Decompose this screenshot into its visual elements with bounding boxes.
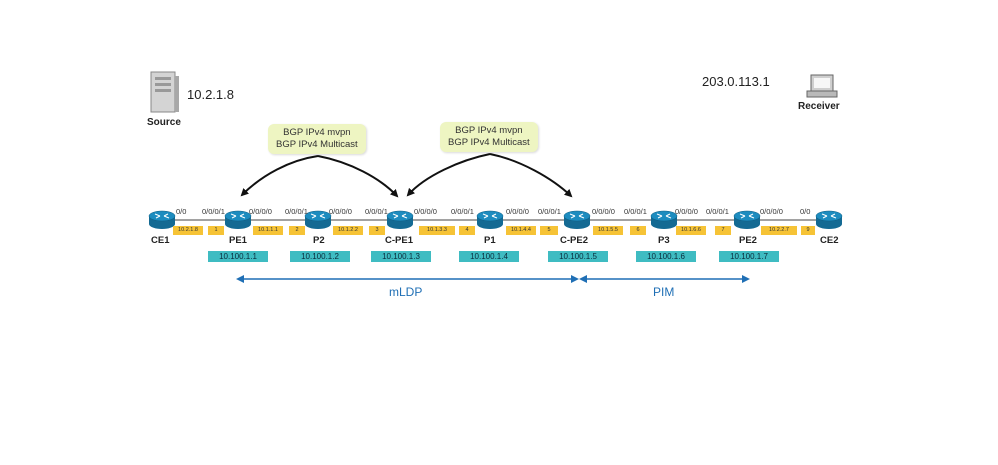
interface-label: 0/0/0/0 [760, 207, 783, 216]
loopback-box: 10.100.1.1 [208, 251, 268, 262]
link-ip-box: 2 [289, 226, 305, 235]
loopback-box: 10.100.1.6 [636, 251, 696, 262]
note-line: BGP IPv4 mvpn [455, 125, 523, 136]
interface-label: 0/0/0/1 [285, 207, 308, 216]
router-icon [650, 210, 678, 229]
receiver-ip: 203.0.113.1 [702, 74, 770, 89]
bgp-note: BGP IPv4 mvpn BGP IPv4 Multicast [268, 124, 366, 154]
link-ip-box: 10.2.2.7 [761, 226, 797, 235]
router-label-ce2: CE2 [820, 235, 839, 246]
note-line: BGP IPv4 Multicast [276, 139, 358, 150]
link-ip-box: 5 [540, 226, 558, 235]
link-ip-box: 10.1.4.4 [506, 226, 536, 235]
interface-label: 0/0/0/0 [249, 207, 272, 216]
router-label-pe1: PE1 [229, 235, 247, 246]
loopback-box: 10.100.1.2 [290, 251, 350, 262]
link-ip-box: 10.1.3.3 [419, 226, 455, 235]
receiver-label: Receiver [798, 101, 840, 112]
interface-label: 0/0 [176, 207, 187, 216]
bgp-arrow [240, 155, 319, 197]
loopback-box: 10.100.1.4 [459, 251, 519, 262]
bgp-arrow [489, 153, 573, 198]
pim-label: PIM [653, 285, 675, 299]
note-line: BGP IPv4 mvpn [283, 127, 351, 138]
router-icon [815, 210, 843, 229]
interface-label: 0/0/0/0 [592, 207, 615, 216]
link-ip-box: 10.1.6.6 [676, 226, 706, 235]
router-icon [733, 210, 761, 229]
router-label-p2: P2 [313, 235, 325, 246]
router-icon [148, 210, 176, 229]
bgp-note: BGP IPv4 mvpn BGP IPv4 Multicast [440, 122, 538, 152]
loopback-box: 10.100.1.5 [548, 251, 608, 262]
link-ip-box: 7 [715, 226, 731, 235]
router-icon [304, 210, 332, 229]
interface-label: 0/0/0/1 [624, 207, 647, 216]
router-icon [563, 210, 591, 229]
interface-label: 0/0/0/1 [202, 207, 225, 216]
router-label-p1: P1 [484, 235, 496, 246]
link-ip-box: 3 [369, 226, 385, 235]
computer-icon [806, 74, 838, 98]
bgp-arrow [406, 153, 491, 197]
interface-label: 0/0 [800, 207, 811, 216]
router-label-pe2: PE2 [739, 235, 757, 246]
mldp-label: mLDP [389, 285, 423, 299]
interface-label: 0/0/0/1 [365, 207, 388, 216]
link-ip-box: 10.2.1.8 [173, 226, 203, 235]
loopback-box: 10.100.1.3 [371, 251, 431, 262]
link-ip-box: 1 [208, 226, 224, 235]
interface-label: 0/0/0/0 [329, 207, 352, 216]
router-label-c-pe1: C-PE1 [385, 235, 413, 246]
link-ip-box: 6 [630, 226, 646, 235]
note-line: BGP IPv4 Multicast [448, 137, 530, 148]
router-icon [476, 210, 504, 229]
interface-label: 0/0/0/1 [706, 207, 729, 216]
interface-label: 0/0/0/0 [675, 207, 698, 216]
router-label-c-pe2: C-PE2 [560, 235, 588, 246]
source-label: Source [147, 117, 181, 128]
link-ip-box: 10.1.2.2 [333, 226, 363, 235]
interface-label: 0/0/0/1 [451, 207, 474, 216]
loopback-box: 10.100.1.7 [719, 251, 779, 262]
link-ip-box: 4 [459, 226, 475, 235]
server-icon [150, 71, 179, 113]
router-icon [224, 210, 252, 229]
router-icon [386, 210, 414, 229]
link-ip-box: 10.1.1.1 [253, 226, 283, 235]
router-label-ce1: CE1 [151, 235, 170, 246]
link-ip-box: 10.1.5.5 [593, 226, 623, 235]
bgp-arrow [317, 155, 399, 198]
interface-label: 0/0/0/0 [414, 207, 437, 216]
router-label-p3: P3 [658, 235, 670, 246]
source-ip: 10.2.1.8 [187, 87, 234, 102]
interface-label: 0/0/0/1 [538, 207, 561, 216]
interface-label: 0/0/0/0 [506, 207, 529, 216]
link-ip-box: 9 [801, 226, 815, 235]
